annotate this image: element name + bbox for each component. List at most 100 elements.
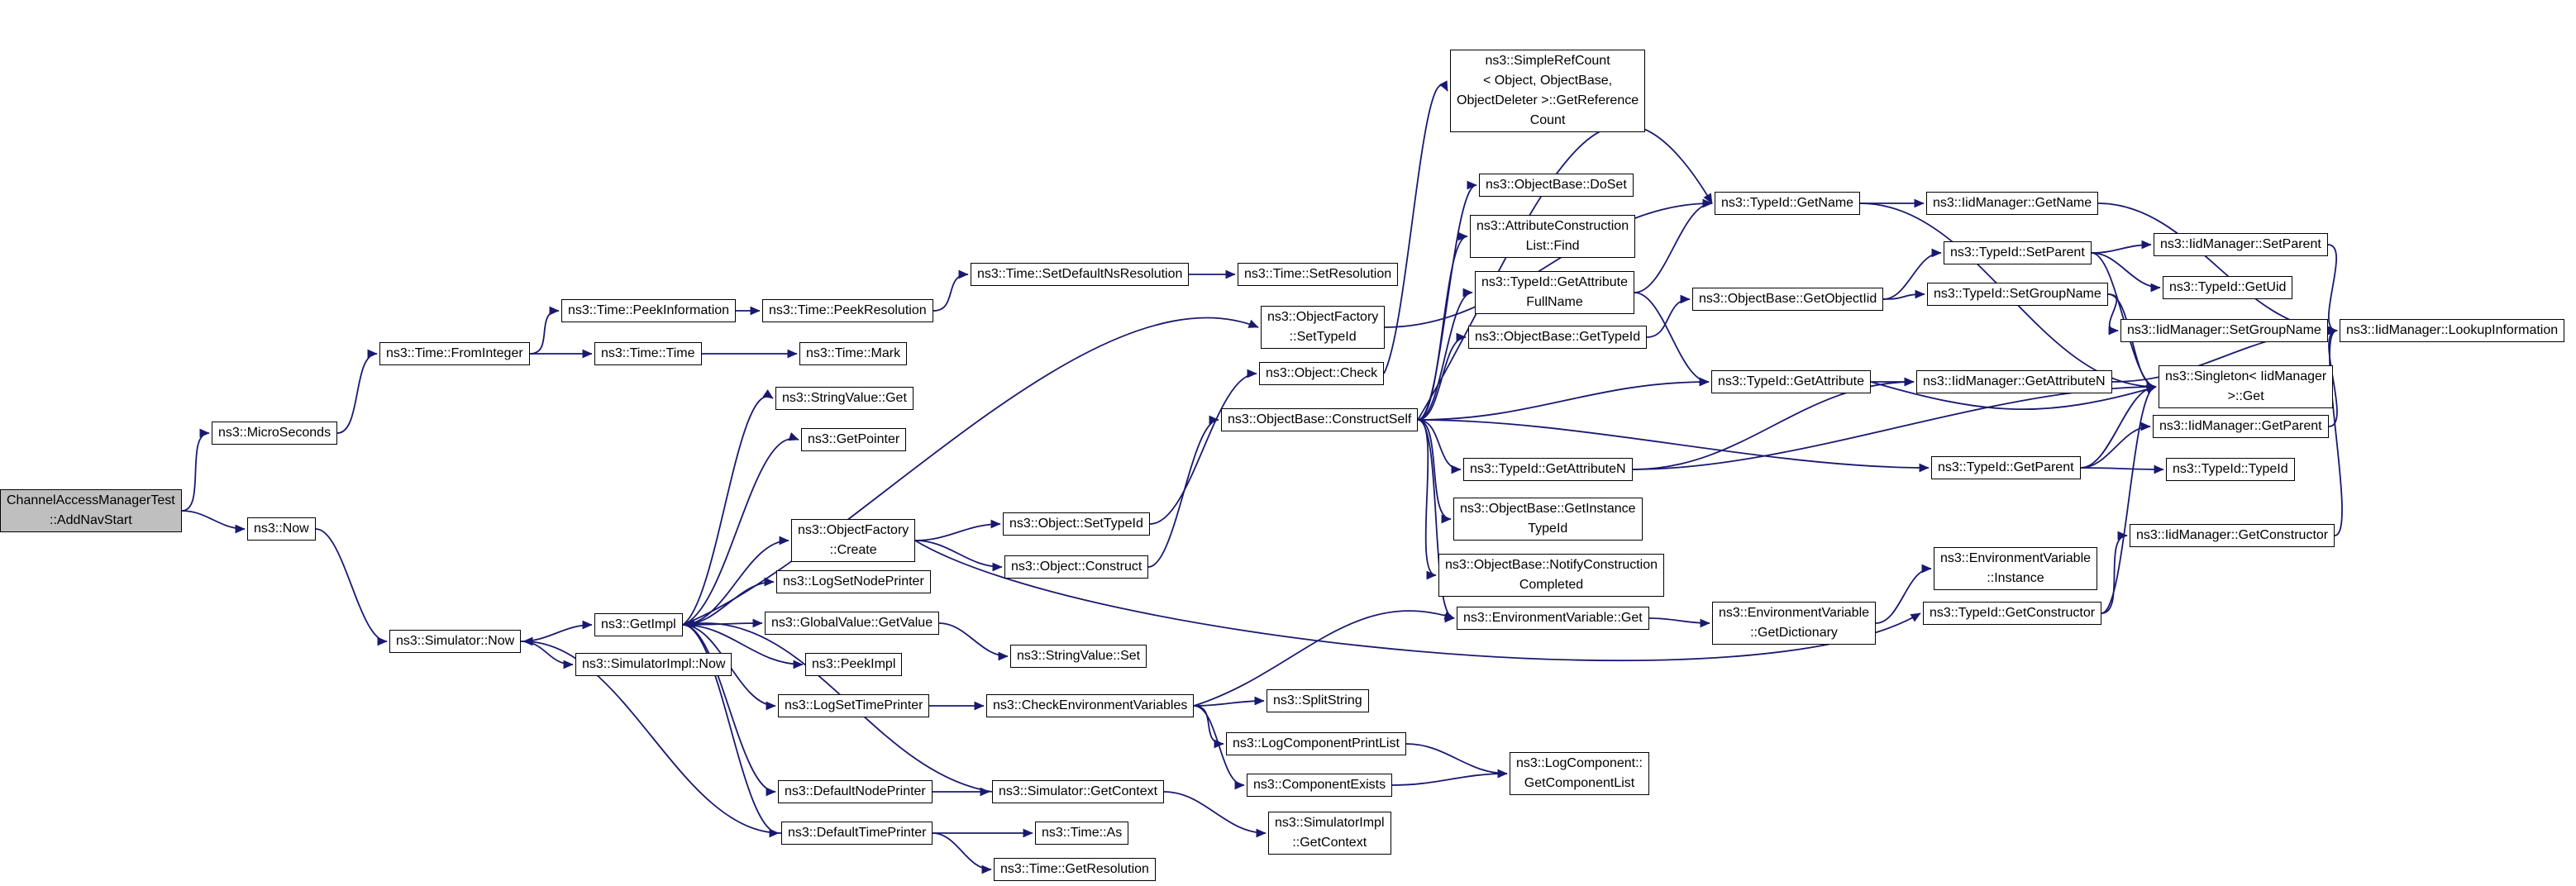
graph-node-stringvalue-get[interactable]: ns3::StringValue::Get: [775, 387, 914, 410]
graph-node-objectbase-getobjectiid[interactable]: ns3::ObjectBase::GetObjectIid: [1692, 288, 1884, 311]
graph-node-environmentvariable-instance[interactable]: ns3::EnvironmentVariable::Instance: [1934, 547, 2098, 590]
graph-node-logcomponentprintlist[interactable]: ns3::LogComponentPrintList: [1226, 732, 1406, 755]
graph-node-simulatorimpl-getcontext[interactable]: ns3::SimulatorImpl::GetContext: [1268, 812, 1391, 855]
graph-node-typeid-getparent[interactable]: ns3::TypeId::GetParent: [1931, 456, 2081, 479]
graph-edge-objectbase-constructself--attributeconstructionlist-find: [1417, 231, 1468, 421]
graph-node-label: ns3::Object::Construct: [1011, 560, 1143, 574]
graph-node-logsettimeprinter[interactable]: ns3::LogSetTimePrinter: [778, 694, 930, 717]
graph-node-label: TypeId: [1528, 522, 1568, 536]
graph-node-label: ns3::EnvironmentVariable::Get: [1463, 611, 1643, 625]
graph-node-getpointer[interactable]: ns3::GetPointer: [801, 428, 907, 451]
graph-node-time-setdefaultnsresolution[interactable]: ns3::Time::SetDefaultNsResolution: [971, 263, 1190, 286]
graph-node-label: ns3::Now: [254, 522, 309, 536]
graph-node-typeid-getuid[interactable]: ns3::TypeId::GetUid: [2163, 276, 2293, 299]
graph-node-getimpl[interactable]: ns3::GetImpl: [594, 613, 683, 636]
graph-node-time-frominteger[interactable]: ns3::Time::FromInteger: [379, 342, 530, 365]
graph-node-label: ns3::GlobalValue::GetValue: [771, 616, 933, 630]
graph-node-label: ns3::ObjectBase::ConstructSelf: [1228, 412, 1412, 426]
graph-node-singleton-iidmanager-get[interactable]: ns3::Singleton< IidManager>::Get: [2159, 365, 2334, 408]
graph-node-iidmanager-getconstructor[interactable]: ns3::IidManager::GetConstructor: [2130, 524, 2335, 547]
graph-edge-typeid-setparent--iidmanager-setparent: [2091, 240, 2152, 254]
graph-node-label: ns3::Time::As: [1042, 826, 1123, 840]
graph-node-time-setresolution[interactable]: ns3::Time::SetResolution: [1238, 263, 1399, 286]
graph-node-label: ns3::Time::Mark: [806, 346, 901, 360]
graph-edge-simulator-getcontext--simulatorimpl-getcontext: [1163, 791, 1267, 838]
graph-node-label: ns3::Time::Time: [601, 346, 695, 360]
graph-node-label: ns3::SimpleRefCount: [1485, 54, 1610, 68]
graph-node-typeid-getname[interactable]: ns3::TypeId::GetName: [1715, 192, 1861, 215]
graph-node-label: ns3::SimulatorImpl::Now: [582, 657, 726, 671]
graph-node-label: FullName: [1526, 295, 1583, 309]
graph-node-globalvalue-getvalue[interactable]: ns3::GlobalValue::GetValue: [765, 612, 940, 635]
graph-edge-objectfactory-settypeid--typeid-getname: [1384, 198, 1713, 328]
graph-node-label: ns3::Simulator::Now: [396, 634, 515, 648]
graph-node-objectbase-gettypeid[interactable]: ns3::ObjectBase::GetTypeId: [1468, 326, 1648, 349]
graph-node-checkenvironmentvariables[interactable]: ns3::CheckEnvironmentVariables: [986, 694, 1195, 717]
graph-edge-objectbase-constructself--typeid-getattributefullname: [1417, 288, 1473, 421]
graph-node-objectfactory-settypeid[interactable]: ns3::ObjectFactory::SetTypeId: [1261, 306, 1386, 349]
graph-node-iidmanager-getparent[interactable]: ns3::IidManager::GetParent: [2153, 415, 2329, 438]
graph-node-label: ns3::Time::PeekInformation: [568, 303, 730, 317]
graph-node-logcomponent-getcomponentlist[interactable]: ns3::LogComponent::GetComponentList: [1510, 752, 1649, 795]
graph-node-label: ns3::TypeId::GetAttributeN: [1470, 462, 1626, 476]
graph-node-typeid-getconstructor[interactable]: ns3::TypeId::GetConstructor: [1923, 602, 2102, 625]
graph-node-peekimpl[interactable]: ns3::PeekImpl: [805, 653, 903, 676]
graph-edge-getimpl--stringvalue-get: [682, 389, 774, 626]
graph-node-environmentvariable-get[interactable]: ns3::EnvironmentVariable::Get: [1457, 607, 1649, 630]
graph-node-object-settypeid[interactable]: ns3::Object::SetTypeId: [1003, 512, 1150, 536]
graph-node-simplerefcount-getreferencecount[interactable]: ns3::SimpleRefCount< Object, ObjectBase,…: [1450, 50, 1646, 132]
graph-node-typeid-getattributen[interactable]: ns3::TypeId::GetAttributeN: [1463, 458, 1633, 481]
graph-edge-environmentvariable-getdictionary--environmentvariable-instance: [1875, 564, 1932, 624]
graph-node-iidmanager-setparent[interactable]: ns3::IidManager::SetParent: [2154, 233, 2328, 256]
graph-node-splitstring[interactable]: ns3::SplitString: [1267, 689, 1369, 712]
graph-node-label: ns3::DefaultNodePrinter: [785, 784, 926, 798]
graph-node-label: ::Create: [829, 543, 877, 557]
graph-node-time-time[interactable]: ns3::Time::Time: [594, 342, 702, 365]
graph-node-microseconds[interactable]: ns3::MicroSeconds: [212, 422, 338, 445]
graph-node-simulator-getcontext[interactable]: ns3::Simulator::GetContext: [992, 780, 1165, 803]
graph-edge-defaulttimeprinter--simulator-now: [522, 636, 782, 834]
graph-node-iidmanager-getname[interactable]: ns3::IidManager::GetName: [1926, 192, 2099, 215]
graph-node-time-peekinformation[interactable]: ns3::Time::PeekInformation: [561, 299, 737, 322]
graph-node-time-getresolution[interactable]: ns3::Time::GetResolution: [994, 858, 1156, 881]
graph-edge-simulator-getcontext--getimpl: [685, 618, 993, 793]
graph-edge-iidmanager-setparent--iidmanager-lookupinformation: [2327, 244, 2338, 336]
graph-node-now[interactable]: ns3::Now: [247, 517, 316, 541]
graph-node-typeid-setparent[interactable]: ns3::TypeId::SetParent: [1944, 241, 2092, 264]
graph-node-typeid-getattribute[interactable]: ns3::TypeId::GetAttribute: [1711, 370, 1871, 393]
graph-node-time-as[interactable]: ns3::Time::As: [1035, 822, 1129, 845]
graph-node-object-construct[interactable]: ns3::Object::Construct: [1004, 555, 1149, 579]
graph-node-object-check[interactable]: ns3::Object::Check: [1259, 362, 1385, 385]
graph-node-label: ns3::ObjectBase::GetObjectIid: [1699, 292, 1877, 306]
graph-node-objectfactory-create[interactable]: ns3::ObjectFactory::Create: [791, 519, 916, 562]
graph-node-logsetnodeprinter[interactable]: ns3::LogSetNodePrinter: [776, 570, 931, 593]
graph-node-time-mark[interactable]: ns3::Time::Mark: [799, 342, 908, 365]
graph-node-simulator-now[interactable]: ns3::Simulator::Now: [389, 630, 522, 653]
graph-node-objectbase-doset[interactable]: ns3::ObjectBase::DoSet: [1479, 174, 1634, 197]
graph-node-defaulttimeprinter[interactable]: ns3::DefaultTimePrinter: [781, 822, 933, 845]
graph-node-stringvalue-set[interactable]: ns3::StringValue::Set: [1010, 645, 1147, 668]
graph-node-objectbase-constructself[interactable]: ns3::ObjectBase::ConstructSelf: [1221, 408, 1419, 431]
graph-node-label: ns3::TypeId::GetAttribute: [1718, 374, 1864, 388]
graph-node-label: ns3::Time::PeekResolution: [769, 303, 927, 317]
graph-node-label: ns3::Time::SetResolution: [1244, 267, 1392, 281]
graph-node-label: ::GetDictionary: [1750, 626, 1838, 640]
graph-edge-getimpl--objectfactory-settypeid: [682, 317, 1259, 626]
graph-node-componentexists[interactable]: ns3::ComponentExists: [1247, 774, 1393, 797]
graph-node-iidmanager-setgroupname[interactable]: ns3::IidManager::SetGroupName: [2120, 319, 2328, 342]
graph-node-label: GetComponentList: [1524, 776, 1635, 790]
graph-node-typeid-typeid[interactable]: ns3::TypeId::TypeId: [2166, 458, 2295, 481]
graph-node-typeid-setgroupname[interactable]: ns3::TypeId::SetGroupName: [1927, 283, 2108, 306]
graph-node-iidmanager-lookupinformation[interactable]: ns3::IidManager::LookupInformation: [2340, 319, 2565, 342]
graph-node-environmentvariable-getdictionary[interactable]: ns3::EnvironmentVariable::GetDictionary: [1712, 602, 1877, 645]
graph-node-simulatorimpl-now[interactable]: ns3::SimulatorImpl::Now: [575, 653, 732, 676]
graph-edge-objectbase-constructself--objectbase-getinstancetypeid: [1417, 419, 1452, 524]
graph-node-defaultnodeprinter[interactable]: ns3::DefaultNodePrinter: [778, 780, 933, 803]
graph-node-iidmanager-getattributen[interactable]: ns3::IidManager::GetAttributeN: [1916, 370, 2112, 393]
graph-node-time-peekresolution[interactable]: ns3::Time::PeekResolution: [762, 299, 933, 322]
